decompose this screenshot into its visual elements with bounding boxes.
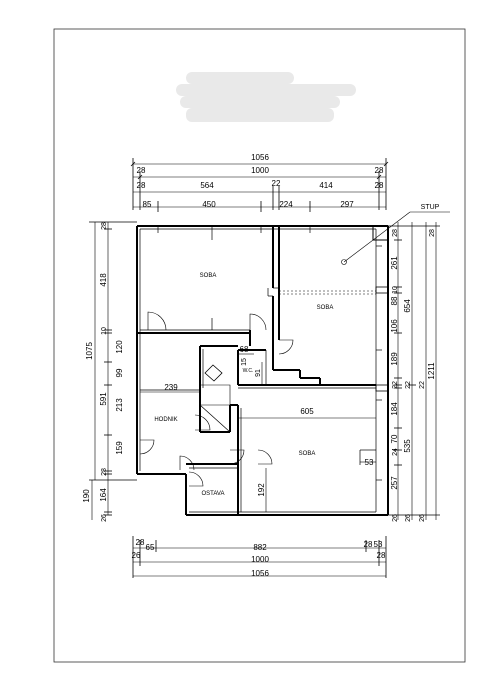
doors <box>139 226 382 487</box>
dim-inner-53: 53 <box>365 458 374 467</box>
dim-top-overall: 1056 <box>251 153 269 162</box>
dim-inner-15: 15 <box>241 358 248 366</box>
dim-right-28a: 28 <box>392 229 399 237</box>
top-dimension-chain: 1056 28 1000 28 28 564 22 414 28 85 450 … <box>130 153 389 212</box>
dim-right-24: 24 <box>392 448 399 456</box>
dim-left-120: 120 <box>115 340 124 354</box>
dim-right-22b: 22 <box>405 381 412 389</box>
room-ostava: OSTAVA <box>201 491 224 497</box>
dim-right-26c: 26 <box>419 514 426 522</box>
dim-top-left-wall-b: 28 <box>137 181 146 190</box>
room-wc: W.C. <box>243 368 254 374</box>
room-soba-bottom: SOBA <box>299 451 316 457</box>
dim-inner-192: 192 <box>257 483 266 497</box>
dim-top-right-wall-b: 28 <box>375 181 384 190</box>
room-hodnik: HODNIK <box>154 417 177 423</box>
dim-right-189: 189 <box>390 352 399 366</box>
bottom-dimension-chain: 28 65 882 28 53 26 1000 28 1056 <box>132 536 387 578</box>
dim-right-654: 654 <box>403 299 412 313</box>
dim-bottom-1056: 1056 <box>251 569 269 578</box>
dim-inner-91: 91 <box>255 369 262 377</box>
left-dimension-chain: 1075 28 418 10 120 99 591 213 159 28 190… <box>82 221 137 522</box>
dim-top-seg-left: 564 <box>200 181 214 190</box>
dim-left-591: 591 <box>99 392 108 406</box>
dim-right-535: 535 <box>403 439 412 453</box>
dim-top-85: 85 <box>143 200 152 209</box>
dim-right-22c: 22 <box>419 381 426 389</box>
dim-bottom-28b: 28 <box>364 540 373 549</box>
dim-bottom-882: 882 <box>253 543 267 552</box>
walls <box>136 225 389 516</box>
dim-inner-239: 239 <box>164 383 178 392</box>
sheet-border <box>53 28 466 663</box>
room-soba-top-left: SOBA <box>200 273 217 279</box>
dim-right-26a: 26 <box>392 514 399 522</box>
dim-right-overall: 1211 <box>427 362 436 380</box>
dim-left-213: 213 <box>115 398 124 412</box>
dim-left-418: 418 <box>99 273 108 287</box>
dim-bottom-65: 65 <box>146 543 155 552</box>
dim-right-257: 257 <box>390 476 399 490</box>
dim-left-overall: 1075 <box>85 342 94 360</box>
dim-left-164: 164 <box>99 488 108 502</box>
dim-left-28b: 28 <box>101 468 108 476</box>
dim-right-184: 184 <box>390 402 399 416</box>
blurred-title-block <box>176 72 356 122</box>
dim-top-seg-right: 414 <box>319 181 333 190</box>
dim-inner-68: 68 <box>240 345 249 354</box>
dim-bottom-28c: 28 <box>377 551 386 560</box>
dim-top-inner: 1000 <box>251 166 269 175</box>
dim-left-26: 26 <box>101 514 108 522</box>
dim-bottom-28a: 28 <box>136 538 145 547</box>
dim-bottom-53: 53 <box>374 540 383 549</box>
dim-right-28b: 28 <box>429 229 436 237</box>
dim-right-261: 261 <box>390 256 399 270</box>
dim-left-28: 28 <box>101 222 108 230</box>
dim-top-left-wall: 28 <box>137 166 146 175</box>
dim-left-10: 10 <box>101 327 108 335</box>
dim-top-450: 450 <box>202 200 216 209</box>
dim-right-26b: 26 <box>405 514 412 522</box>
stup-callout: STUP <box>341 204 450 265</box>
room-soba-top-right: SOBA <box>317 305 334 311</box>
dim-right-106: 106 <box>390 319 399 333</box>
dim-left-159: 159 <box>115 441 124 455</box>
dim-left-99: 99 <box>115 368 124 377</box>
dim-right-70: 70 <box>390 434 399 443</box>
dim-right-88: 88 <box>390 296 399 305</box>
dim-left-190: 190 <box>82 489 91 503</box>
right-dimension-chain: 28 28 261 654 88 10 106 189 22 22 22 121… <box>388 222 440 522</box>
dim-bottom-26a: 26 <box>132 551 141 560</box>
dim-top-224: 224 <box>279 200 293 209</box>
dim-top-seg-mid: 22 <box>272 179 281 188</box>
dim-bottom-1000: 1000 <box>251 555 269 564</box>
dim-right-10: 10 <box>392 286 399 294</box>
dim-top-right-wall: 28 <box>375 166 384 175</box>
dim-right-22a: 22 <box>392 381 399 389</box>
dim-inner-605: 605 <box>300 407 314 416</box>
dim-top-297: 297 <box>340 200 354 209</box>
inner-dimensions: 239 605 68 15 91 53 192 <box>140 345 376 512</box>
stup-label: STUP <box>421 204 440 211</box>
